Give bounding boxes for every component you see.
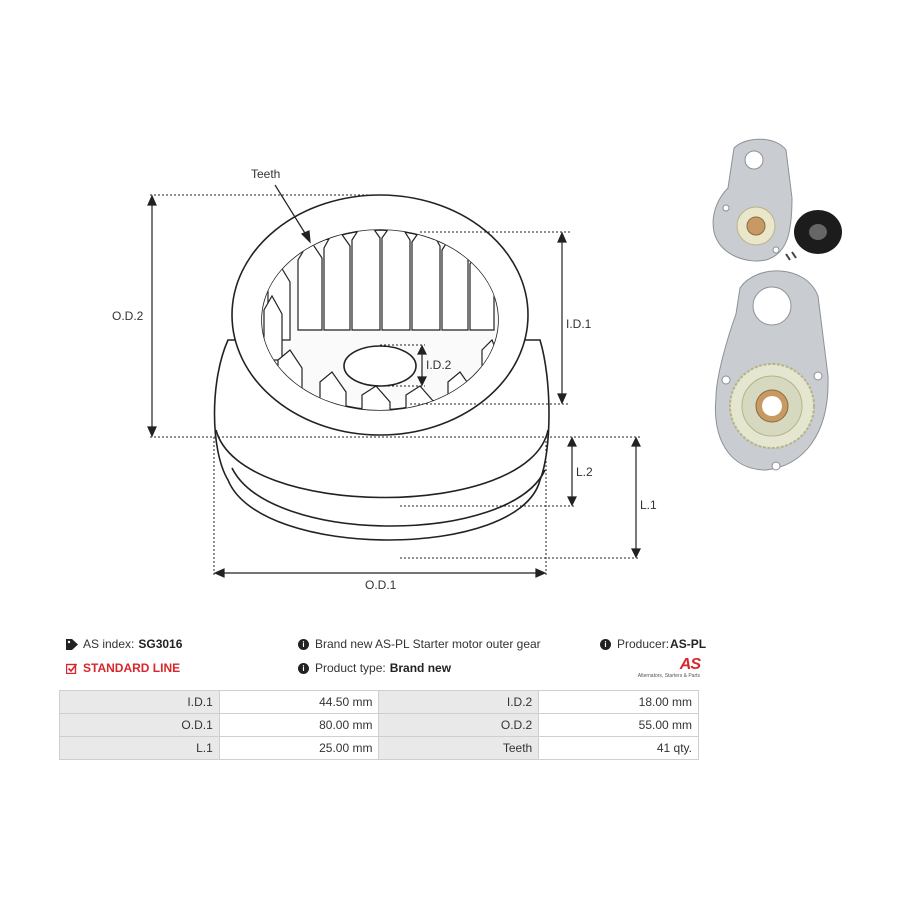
- logo-tagline: Alternators, Starters & Parts: [637, 673, 700, 679]
- gear-technical-drawing: Teeth O.D.2 I.D.1 I.D.2 L.2 L.1 O.D.1: [112, 167, 657, 592]
- product-type-label: Product type:: [315, 661, 386, 675]
- spec-label: L.1: [59, 736, 220, 760]
- check-square-icon: [65, 663, 78, 674]
- id1-label: I.D.1: [566, 317, 592, 331]
- as-index-value: SG3016: [138, 637, 183, 651]
- spec-label: Teeth: [378, 736, 540, 760]
- producer-label: Producer:: [617, 637, 670, 651]
- product-type-value: Brand new: [389, 661, 452, 675]
- od1-label: O.D.1: [365, 578, 397, 592]
- spec-value: 55.00 mm: [538, 713, 699, 737]
- specifications-table: I.D.1 44.50 mm I.D.2 18.00 mm O.D.1 80.0…: [59, 690, 699, 760]
- starter-drive-plate-assembly-photo: [712, 138, 842, 262]
- as-pl-logo: AS Alternators, Starters & Parts: [636, 656, 701, 682]
- spec-label: I.D.1: [59, 690, 220, 714]
- spec-value: 80.00 mm: [218, 713, 380, 737]
- info-icon: i: [298, 662, 309, 674]
- producer-value: AS-PL: [670, 637, 707, 651]
- info-icon: i: [298, 638, 309, 650]
- teeth-label: Teeth: [251, 167, 280, 181]
- spec-label: O.D.1: [59, 713, 220, 737]
- od2-label: O.D.2: [112, 309, 144, 323]
- spec-label: I.D.2: [378, 690, 540, 714]
- spec-value: 18.00 mm: [538, 690, 699, 714]
- as-index-label: AS index:: [83, 637, 135, 651]
- producer-info: i Producer: AS-PL: [600, 637, 706, 651]
- table-row: I.D.1 44.50 mm I.D.2 18.00 mm: [59, 690, 699, 714]
- info-icon: i: [600, 638, 611, 650]
- spec-value: 25.00 mm: [218, 736, 380, 760]
- as-index-info: AS index: SG3016: [66, 637, 182, 651]
- standard-line-text: STANDARD LINE: [83, 661, 181, 675]
- table-row: O.D.1 80.00 mm O.D.2 55.00 mm: [59, 713, 699, 737]
- standard-line-badge: STANDARD LINE: [65, 661, 181, 675]
- l1-label: L.1: [640, 498, 657, 512]
- tag-icon: [66, 638, 78, 650]
- product-type-info: i Product type: Brand new: [298, 661, 451, 675]
- table-row: L.1 25.00 mm Teeth 41 qty.: [59, 736, 699, 760]
- product-description: Brand new AS-PL Starter motor outer gear: [315, 637, 541, 651]
- logo-mark: AS: [679, 656, 701, 673]
- outer-gear-plate-photo: [714, 270, 829, 471]
- spec-value: 44.50 mm: [218, 690, 380, 714]
- id2-label: I.D.2: [426, 358, 452, 372]
- spec-label: O.D.2: [378, 713, 540, 737]
- description-info: i Brand new AS-PL Starter motor outer ge…: [298, 637, 541, 651]
- spec-value: 41 qty.: [538, 736, 699, 760]
- l2-label: L.2: [576, 465, 593, 479]
